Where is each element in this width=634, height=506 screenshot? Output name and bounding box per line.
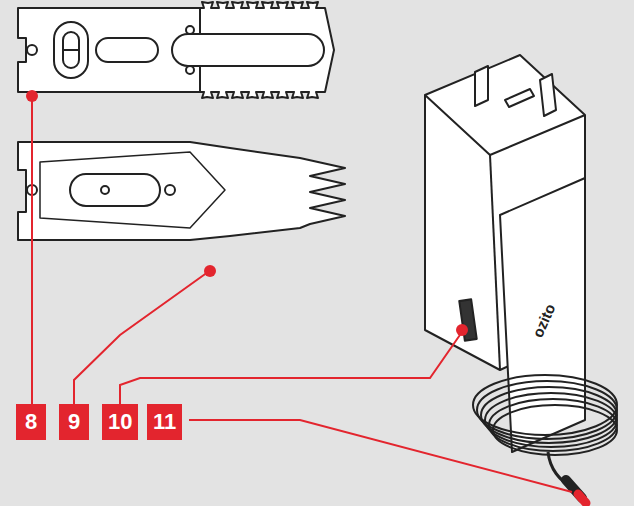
plug-pin bbox=[505, 89, 534, 107]
blade-slot bbox=[70, 174, 160, 206]
hedge-blade-bar bbox=[172, 34, 324, 66]
blade-slot bbox=[96, 38, 158, 62]
callout-number: 8 bbox=[16, 404, 46, 440]
cord-coil bbox=[485, 393, 617, 447]
cord-coil bbox=[489, 399, 617, 451]
leader-line bbox=[32, 98, 572, 492]
plug-pin bbox=[540, 74, 556, 116]
power-cord bbox=[473, 375, 617, 455]
callout-number: 11 bbox=[147, 404, 182, 440]
callout-number: 10 bbox=[102, 404, 138, 440]
shear-blade bbox=[18, 142, 345, 240]
cord-coil bbox=[493, 405, 617, 455]
blade-slot bbox=[54, 22, 88, 78]
callout-number: 9 bbox=[59, 404, 89, 440]
cord-coil bbox=[481, 387, 617, 443]
plug-pin bbox=[475, 66, 488, 106]
cord-coil bbox=[477, 381, 617, 439]
leader-dot bbox=[26, 90, 468, 336]
